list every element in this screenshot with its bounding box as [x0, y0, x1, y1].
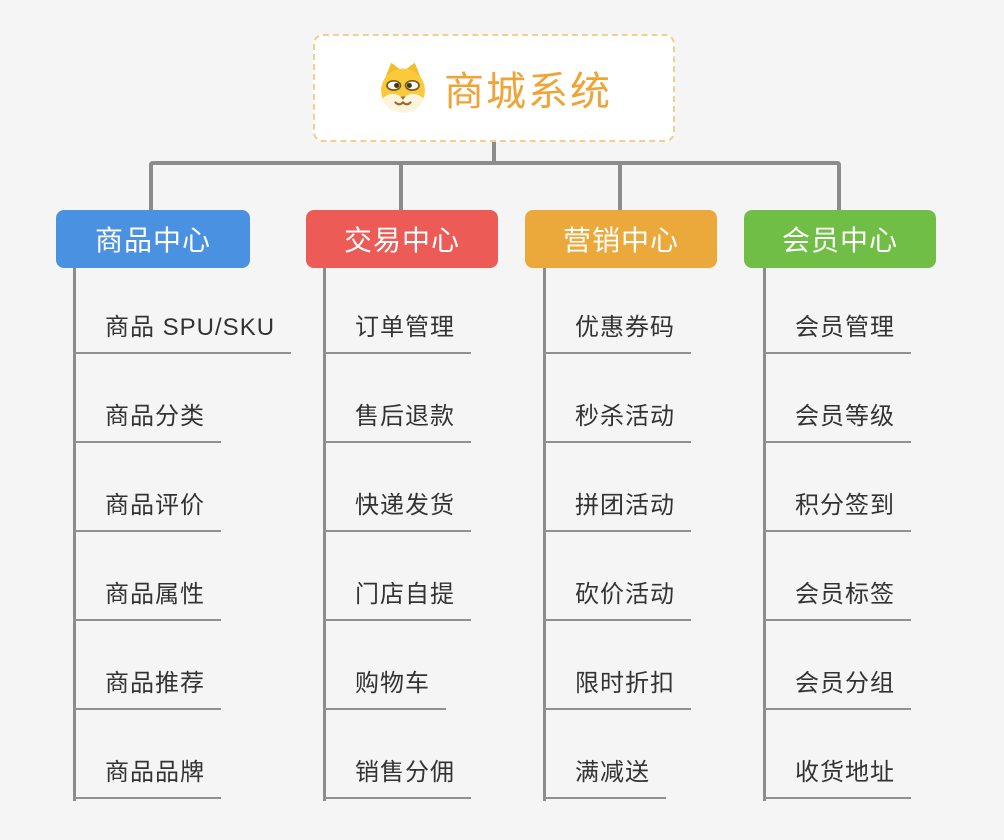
leaf-column-trade: 订单管理 售后退款 快递发货 门店自提 购物车 销售分佣 — [323, 268, 563, 808]
leaf-node[interactable]: 商品 SPU/SKU — [73, 310, 292, 354]
root-node[interactable]: 商城系统 — [313, 34, 675, 142]
leaf-column-member: 会员管理 会员等级 积分签到 会员标签 会员分组 收货地址 — [763, 268, 1003, 808]
trunk-line — [323, 268, 326, 801]
leaf-column-product: 商品 SPU/SKU 商品分类 商品评价 商品属性 商品推荐 商品品牌 — [73, 268, 313, 808]
root-title: 商城系统 — [444, 70, 612, 114]
branch-node-member-center[interactable]: 会员中心 — [744, 210, 936, 268]
leaf-column-marketing: 优惠券码 秒杀活动 拼团活动 砍价活动 限时折扣 满减送 — [543, 268, 783, 808]
leaf-node[interactable]: 购物车 — [323, 666, 446, 710]
leaf-node[interactable]: 积分签到 — [763, 488, 911, 532]
branch-node-marketing-center[interactable]: 营销中心 — [525, 210, 717, 268]
leaf-node[interactable]: 拼团活动 — [543, 488, 691, 532]
leaf-node[interactable]: 商品分类 — [73, 399, 221, 443]
leaf-node[interactable]: 秒杀活动 — [543, 399, 691, 443]
leaf-node[interactable]: 限时折扣 — [543, 666, 691, 710]
leaf-node[interactable]: 商品品牌 — [73, 755, 221, 799]
shiba-dog-icon — [376, 61, 430, 115]
leaf-node[interactable]: 会员管理 — [763, 310, 911, 354]
trunk-line — [73, 268, 76, 801]
leaf-node[interactable]: 砍价活动 — [543, 577, 691, 621]
leaf-node[interactable]: 商品推荐 — [73, 666, 221, 710]
branch-node-product-center[interactable]: 商品中心 — [56, 210, 250, 268]
trunk-line — [763, 268, 766, 801]
leaf-node[interactable]: 商品评价 — [73, 488, 221, 532]
leaf-node[interactable]: 收货地址 — [763, 755, 911, 799]
leaf-node[interactable]: 满减送 — [543, 755, 666, 799]
leaf-node[interactable]: 门店自提 — [323, 577, 471, 621]
leaf-node[interactable]: 快递发货 — [323, 488, 471, 532]
leaf-node[interactable]: 商品属性 — [73, 577, 221, 621]
leaf-node[interactable]: 会员等级 — [763, 399, 911, 443]
branch-rail-line — [149, 161, 841, 210]
leaf-node[interactable]: 会员分组 — [763, 666, 911, 710]
leaf-node[interactable]: 会员标签 — [763, 577, 911, 621]
leaf-node[interactable]: 优惠券码 — [543, 310, 691, 354]
leaf-node[interactable]: 售后退款 — [323, 399, 471, 443]
leaf-node[interactable]: 订单管理 — [323, 310, 471, 354]
trunk-line — [543, 268, 546, 801]
leaf-node[interactable]: 销售分佣 — [323, 755, 471, 799]
branch-node-trade-center[interactable]: 交易中心 — [306, 210, 498, 268]
